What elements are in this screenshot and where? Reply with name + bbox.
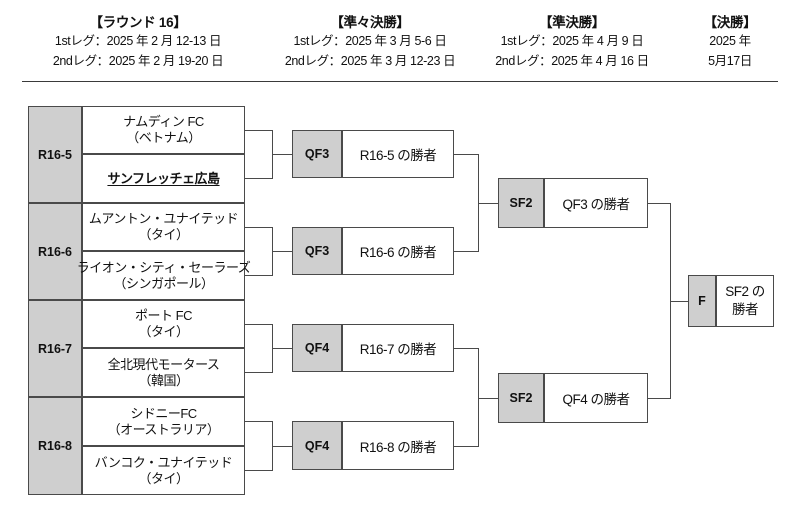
quarterfinal-advancer-QF4-lower[interactable]: R16-8 の勝者 bbox=[342, 421, 454, 470]
quarterfinal-code-label: QF4 bbox=[304, 341, 330, 355]
header-leg2-quarterfinal: 2ndレグ：2025 年 3 月 12-23 日 bbox=[284, 54, 456, 68]
round16-code-label: R16-6 bbox=[37, 244, 73, 259]
semifinal-advancer-SF2-upper[interactable]: QF3 の勝者 bbox=[544, 178, 648, 228]
connector-r16-7-bottom bbox=[245, 372, 272, 373]
final-code-label: F bbox=[698, 294, 706, 308]
connector-r16-8-top bbox=[245, 421, 272, 422]
header-leg2-round16: 2ndレグ：2025 年 2 月 19-20 日 bbox=[52, 54, 224, 68]
final-advancer-line1: SF2 の bbox=[725, 284, 765, 299]
advancer-label: QF3 の勝者 bbox=[562, 197, 630, 212]
connector-r16-6-stub bbox=[272, 251, 292, 252]
header-leg1-final: 2025 年 bbox=[709, 34, 751, 48]
advancer-label: R16-7 の勝者 bbox=[359, 342, 437, 357]
quarterfinal-advancer-QF3-lower[interactable]: R16-6 の勝者 bbox=[342, 227, 454, 275]
quarterfinal-code-label: QF4 bbox=[304, 438, 330, 453]
team-country: （オーストラリア） bbox=[107, 421, 220, 437]
advancer-label: QF4 の勝者 bbox=[562, 392, 630, 407]
round16-team-slot-bottom-R16-6[interactable]: ライオン・シティ・セーラーズ （シンガポール） bbox=[77, 251, 251, 300]
semifinal-code-SF2-upper: SF2 bbox=[498, 178, 544, 228]
connector-qf3-stub bbox=[478, 203, 498, 204]
quarterfinal-advancer-QF4-upper[interactable]: R16-7 の勝者 bbox=[342, 324, 454, 372]
round16-team-slot-top-R16-8[interactable]: シドニーFC （オーストラリア） bbox=[82, 397, 245, 446]
header-column-quarterfinal: 【準々決勝】 1stレグ：2025 年 3 月 5-6 日 2ndレグ：2025… bbox=[264, 14, 476, 71]
team-name: サンフレッチェ広島 bbox=[107, 170, 220, 186]
team-name: ポート FC bbox=[135, 308, 192, 323]
connector-r16-5-stub bbox=[272, 154, 292, 155]
header-leg1-semifinal: 1stレグ：2025 年 4 月 9 日 bbox=[500, 34, 644, 48]
header-leg1-round16: 1stレグ：2025 年 2 月 12-13 日 bbox=[54, 34, 222, 48]
team-country: （ベトナム） bbox=[126, 130, 201, 145]
connector-r16-7-top bbox=[245, 324, 272, 325]
connector-r16-5-top bbox=[245, 130, 272, 131]
quarterfinal-code-QF4-upper: QF4 bbox=[292, 324, 342, 372]
final-advancer-line2: 勝者 bbox=[732, 302, 759, 317]
quarterfinal-advancer-QF3-upper[interactable]: R16-5 の勝者 bbox=[342, 130, 454, 178]
final-code-F: F bbox=[688, 275, 716, 327]
round16-team-slot-bottom-R16-5[interactable]: サンフレッチェ広島 bbox=[82, 154, 245, 203]
round16-code-R16-7: R16-7 bbox=[28, 300, 82, 397]
round16-code-R16-8: R16-8 bbox=[28, 397, 82, 495]
quarterfinal-code-QF3-upper: QF3 bbox=[292, 130, 342, 178]
team-name: バンコク・ユナイテッド bbox=[94, 454, 233, 470]
header-divider bbox=[22, 81, 778, 82]
connector-qf4-upper bbox=[454, 348, 478, 349]
connector-qf3-lower bbox=[454, 251, 478, 252]
connector-r16-8-bottom bbox=[245, 470, 272, 471]
quarterfinal-code-label: QF3 bbox=[304, 147, 330, 161]
header-column-round16: 【ラウンド 16】 1stレグ：2025 年 2 月 12-13 日 2ndレグ… bbox=[18, 14, 258, 71]
round16-team-slot-top-R16-7[interactable]: ポート FC （タイ） bbox=[82, 300, 245, 348]
connector-qf4-vertical bbox=[478, 348, 479, 447]
header-title-semifinal: 【準決勝】 bbox=[539, 15, 605, 30]
round16-code-label: R16-5 bbox=[37, 147, 73, 162]
connector-qf4-lower bbox=[454, 446, 478, 447]
connector-r16-7-stub bbox=[272, 348, 292, 349]
header-column-semifinal: 【準決勝】 1stレグ：2025 年 4 月 9 日 2ndレグ：2025 年 … bbox=[474, 14, 670, 71]
team-name: 全北現代モータース bbox=[107, 356, 220, 372]
round16-team-slot-bottom-R16-8[interactable]: バンコク・ユナイテッド （タイ） bbox=[82, 446, 245, 495]
team-name: ライオン・シティ・セーラーズ bbox=[76, 259, 251, 275]
connector-qf4-stub bbox=[478, 398, 498, 399]
connector-r16-8-stub bbox=[272, 446, 292, 447]
semifinal-code-label: SF2 bbox=[509, 391, 533, 405]
final-advancer[interactable]: SF2 の 勝者 bbox=[716, 275, 774, 327]
round16-code-label: R16-7 bbox=[37, 341, 73, 356]
connector-qf3-upper bbox=[454, 154, 478, 155]
header-column-final: 【決勝】 2025 年 5月17日 bbox=[676, 14, 784, 71]
header-leg2-semifinal: 2ndレグ：2025 年 4 月 16 日 bbox=[495, 54, 649, 68]
round16-team-slot-top-R16-5[interactable]: ナムディン FC （ベトナム） bbox=[82, 106, 245, 154]
round16-code-R16-5: R16-5 bbox=[28, 106, 82, 203]
semifinal-code-SF2-lower: SF2 bbox=[498, 373, 544, 423]
team-name: ナムディン FC bbox=[123, 114, 204, 129]
advancer-label: R16-6 の勝者 bbox=[359, 245, 437, 260]
connector-r16-6-top bbox=[245, 227, 272, 228]
round16-team-slot-bottom-R16-7[interactable]: 全北現代モータース （韓国） bbox=[82, 348, 245, 397]
team-country: （シンガポール） bbox=[113, 275, 214, 291]
team-name: ムアントン・ユナイテッド bbox=[88, 211, 239, 226]
advancer-label: R16-8 の勝者 bbox=[359, 439, 437, 455]
advancer-label: R16-5 の勝者 bbox=[359, 148, 437, 163]
team-name: シドニーFC bbox=[130, 405, 197, 421]
connector-sf2-lower bbox=[648, 398, 670, 399]
team-country: （韓国） bbox=[138, 372, 189, 388]
header-title-quarterfinal: 【準々決勝】 bbox=[330, 15, 410, 30]
semifinal-code-label: SF2 bbox=[509, 196, 533, 210]
connector-final-stub bbox=[670, 301, 688, 302]
connector-r16-5-bottom bbox=[245, 178, 272, 179]
team-country: （タイ） bbox=[138, 227, 189, 242]
header-leg2-final: 5月17日 bbox=[708, 54, 752, 68]
header-title-round16: 【ラウンド 16】 bbox=[89, 15, 187, 30]
round16-team-slot-top-R16-6[interactable]: ムアントン・ユナイテッド （タイ） bbox=[82, 203, 245, 251]
connector-r16-6-bottom bbox=[245, 275, 272, 276]
header-leg1-quarterfinal: 1stレグ：2025 年 3 月 5-6 日 bbox=[293, 34, 447, 48]
round16-code-label: R16-8 bbox=[37, 439, 73, 453]
connector-sf2-upper bbox=[648, 203, 670, 204]
quarterfinal-code-QF3-lower: QF3 bbox=[292, 227, 342, 275]
round16-code-R16-6: R16-6 bbox=[28, 203, 82, 300]
team-country: （タイ） bbox=[138, 324, 189, 339]
quarterfinal-code-QF4-lower: QF4 bbox=[292, 421, 342, 470]
quarterfinal-code-label: QF3 bbox=[304, 244, 330, 258]
semifinal-advancer-SF2-lower[interactable]: QF4 の勝者 bbox=[544, 373, 648, 423]
team-country: （タイ） bbox=[138, 470, 189, 486]
header-title-final: 【決勝】 bbox=[703, 15, 757, 30]
